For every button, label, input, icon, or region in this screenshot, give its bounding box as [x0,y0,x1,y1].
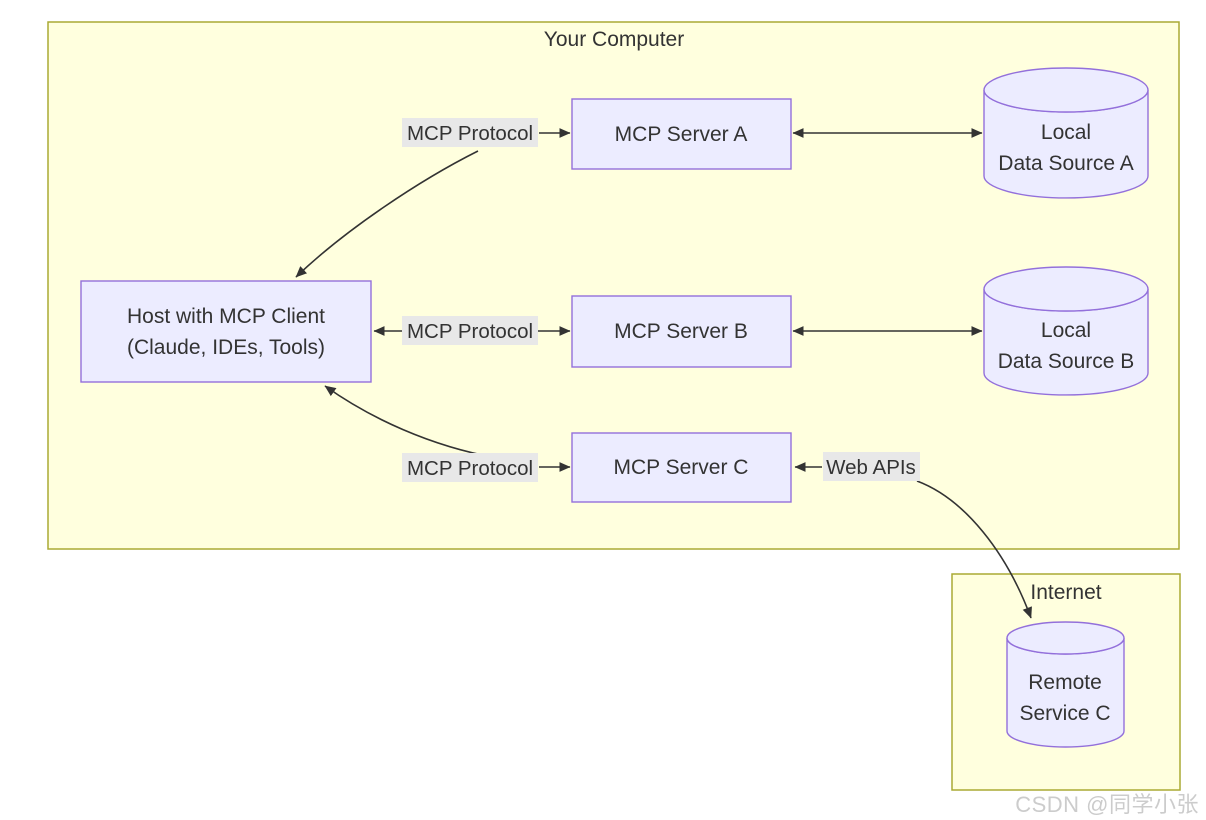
node-host: Host with MCP Client (Claude, IDEs, Tool… [80,280,372,383]
edge-label-mcp-protocol-b: MCP Protocol [402,316,538,345]
mcp-server-b-label: MCP Server B [614,320,748,343]
data-source-b-label-line1: Local [1041,319,1091,342]
data-source-b-cylinder-top [983,266,1149,312]
edge-web-apis-to-remote-service [916,480,1032,619]
web-apis-label-bg [823,452,920,481]
mcp-protocol-c-label-bg [402,453,538,482]
remote-service-c-label-line2: Service C [1019,702,1110,725]
host-box [80,280,372,383]
mcp-protocol-b-label: MCP Protocol [407,320,533,343]
node-local-data-source-b: Local Data Source B [983,266,1149,396]
web-apis-label: Web APIs [826,456,916,479]
your-computer-title: Your Computer [544,28,684,51]
remote-service-c-label-line1: Remote [1028,671,1102,694]
mcp-protocol-a-label: MCP Protocol [407,122,533,145]
node-local-data-source-a: Local Data Source A [983,67,1149,199]
watermark: CSDN @同学小张 [1015,792,1199,817]
edge-label-mcp-protocol-a: MCP Protocol [402,118,538,147]
mcp-protocol-a-label-bg [402,118,538,147]
node-mcp-server-a: MCP Server A [571,98,792,170]
remote-service-c-cylinder-top [1006,621,1125,655]
mcp-server-c-box [571,432,792,503]
internet-title: Internet [1030,581,1101,604]
mcp-server-a-box [571,98,792,170]
node-remote-service-c: Remote Service C [1006,621,1125,748]
mcp-protocol-b-label-bg [402,316,538,345]
data-source-b-label-line2: Data Source B [998,350,1135,373]
mcp-server-b-box [571,295,792,368]
node-mcp-server-c: MCP Server C [571,432,792,503]
mcp-protocol-c-label: MCP Protocol [407,457,533,480]
edge-label-web-apis: Web APIs [823,452,920,481]
mcp-server-c-label: MCP Server C [614,456,749,479]
cluster-internet: Internet [951,573,1181,791]
host-label-line2: (Claude, IDEs, Tools) [127,336,325,359]
data-source-a-label-line2: Data Source A [998,152,1133,175]
internet-boundary [951,573,1181,791]
mcp-server-a-label: MCP Server A [615,123,748,146]
host-label-line1: Host with MCP Client [127,305,325,328]
edge-label-a-to-host [295,150,479,278]
data-source-a-label-line1: Local [1041,121,1091,144]
data-source-a-cylinder-top [983,67,1149,113]
node-mcp-server-b: MCP Server B [571,295,792,368]
edge-label-mcp-protocol-c: MCP Protocol [402,453,538,482]
